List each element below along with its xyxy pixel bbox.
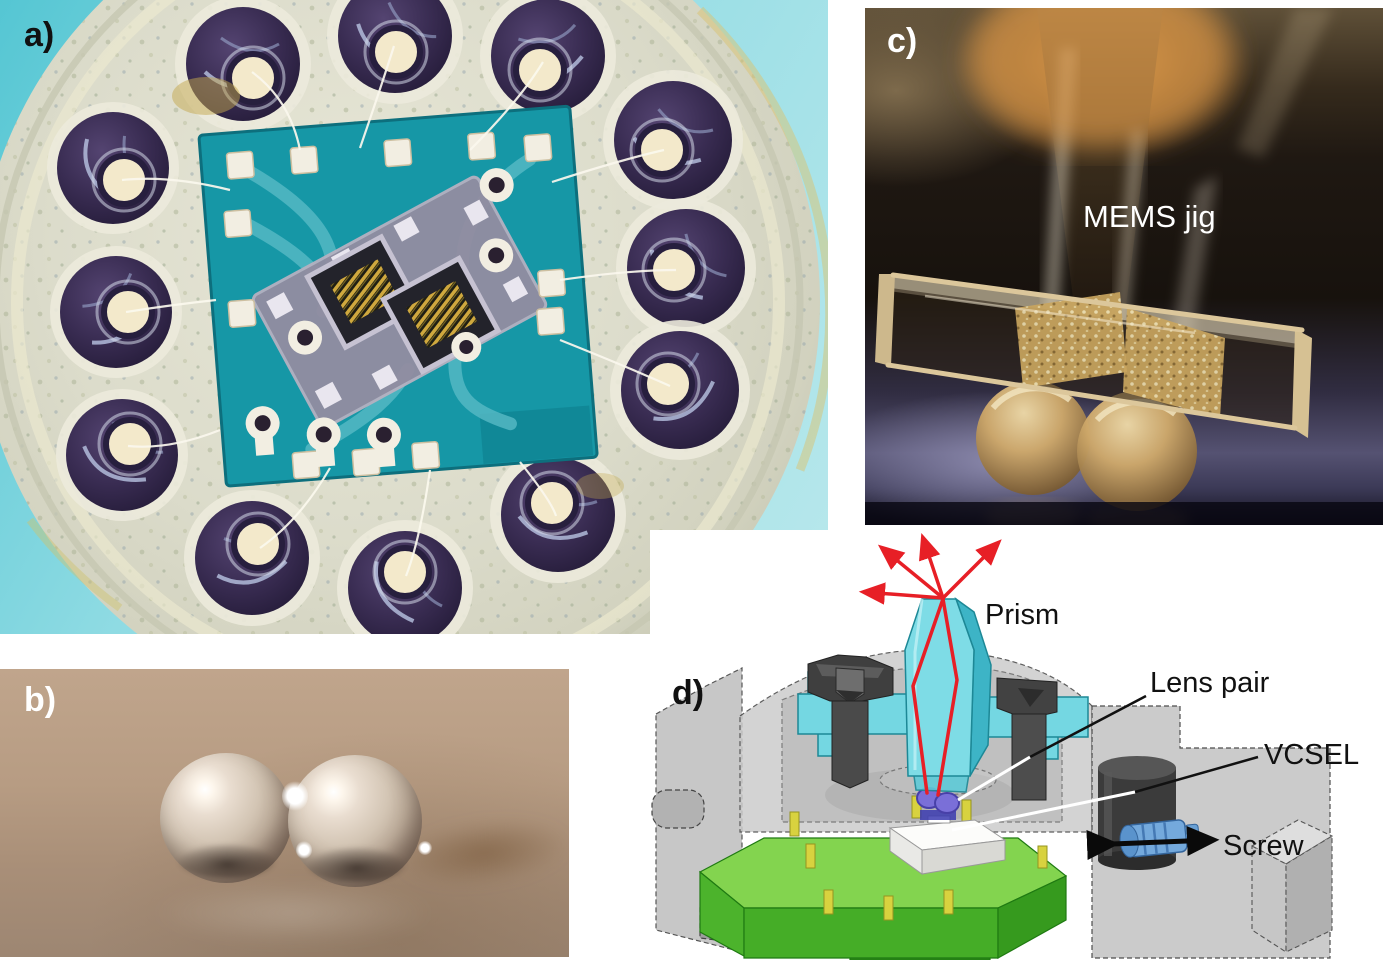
ball-lens-left [160, 753, 292, 883]
panel-label-b: b) [24, 681, 57, 719]
ball-lens-right [288, 755, 422, 887]
panel-label-c: c) [887, 22, 918, 60]
wire-bonds [121, 45, 677, 577]
pcb-pads [223, 131, 567, 480]
laser-beams [858, 533, 1002, 797]
pcb-via-pads [245, 168, 514, 468]
to-header-artwork [0, 0, 828, 634]
pcb-submount [197, 104, 599, 488]
panel-label-a: a) [24, 16, 55, 54]
leader-lines [951, 694, 1259, 832]
glint [282, 781, 308, 811]
annotation-lens-pair: Lens pair [1150, 667, 1270, 699]
panel-a-to-header-photo: a) [0, 0, 828, 634]
clamp-screw-left [807, 654, 894, 789]
screw-motion-arrow [1086, 826, 1220, 860]
lens-reflection [148, 881, 438, 945]
glint [418, 841, 432, 855]
glass-bar [875, 272, 1312, 438]
clamp-screw-right [996, 677, 1058, 801]
annotation-vcsel: VCSEL [1264, 739, 1360, 771]
panel-b-lens-pair-photo: b) [0, 669, 569, 957]
glint [296, 841, 312, 859]
panel-c-mems-jig-photo: c) MEMS jig [865, 8, 1383, 525]
annotation-mems-jig: MEMS jig [1083, 199, 1216, 234]
annotation-prism: Prism [985, 599, 1060, 631]
submount [888, 819, 1007, 875]
annotation-screw: Screw [1223, 830, 1304, 862]
panel-d-cad-cutaway [650, 530, 1383, 960]
prism [904, 596, 992, 777]
green-stage [698, 837, 1068, 960]
cad-artwork [651, 533, 1334, 960]
panel-label-d: d) [672, 674, 705, 712]
housing-corner-block [1250, 819, 1334, 954]
mems-jig-artwork [865, 8, 1383, 525]
